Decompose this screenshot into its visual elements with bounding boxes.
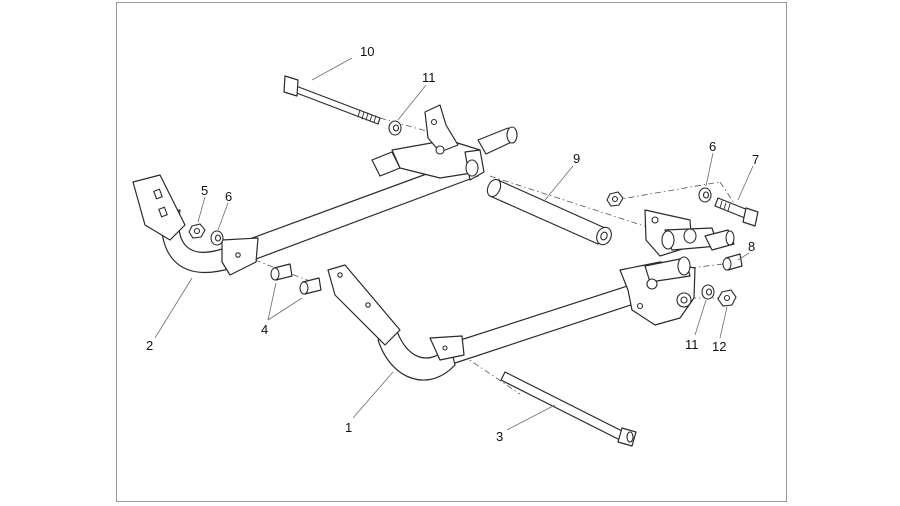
part-6-washer-left xyxy=(210,230,224,246)
part-5-nut-left xyxy=(188,223,206,239)
part-11-washer-top xyxy=(388,120,402,136)
callout-4: 4 xyxy=(261,322,268,337)
callout-11-top: 11 xyxy=(422,70,436,85)
upper-center-bracket xyxy=(371,104,518,181)
callout-11-right: 11 xyxy=(685,337,699,352)
assembly-axes xyxy=(254,117,741,395)
callout-12: 12 xyxy=(712,339,726,354)
callout-7: 7 xyxy=(752,152,759,167)
callout-2: 2 xyxy=(146,338,153,353)
part-10-long-bolt xyxy=(283,75,381,125)
part-8-bushing-right xyxy=(722,253,743,271)
right-bracket-assembly xyxy=(619,209,735,326)
callout-6-right: 6 xyxy=(709,139,716,154)
part-7-short-bolt xyxy=(714,197,759,227)
part-6-washer-right xyxy=(698,187,712,203)
callout-10: 10 xyxy=(360,44,374,59)
callout-3: 3 xyxy=(496,429,503,444)
callout-6-left: 6 xyxy=(225,189,232,204)
part-3-long-bolt xyxy=(500,371,637,447)
leader-lines xyxy=(154,57,754,431)
nut-right-upper xyxy=(606,191,624,207)
part-1-front-bar xyxy=(327,264,647,381)
callout-9: 9 xyxy=(573,151,580,166)
callout-1: 1 xyxy=(345,420,352,435)
part-2-rear-bar xyxy=(132,157,479,276)
callout-8: 8 xyxy=(748,239,755,254)
drawing-frame xyxy=(116,2,787,502)
part-11-washer-right xyxy=(701,284,715,300)
part-12-nut-right xyxy=(717,289,737,307)
callout-5: 5 xyxy=(201,183,208,198)
part-9-tube-spacer xyxy=(486,178,612,246)
part-4-bushings xyxy=(270,263,322,295)
callout-labels: 10 11 9 6 7 5 6 8 2 4 11 12 1 3 xyxy=(146,44,759,444)
